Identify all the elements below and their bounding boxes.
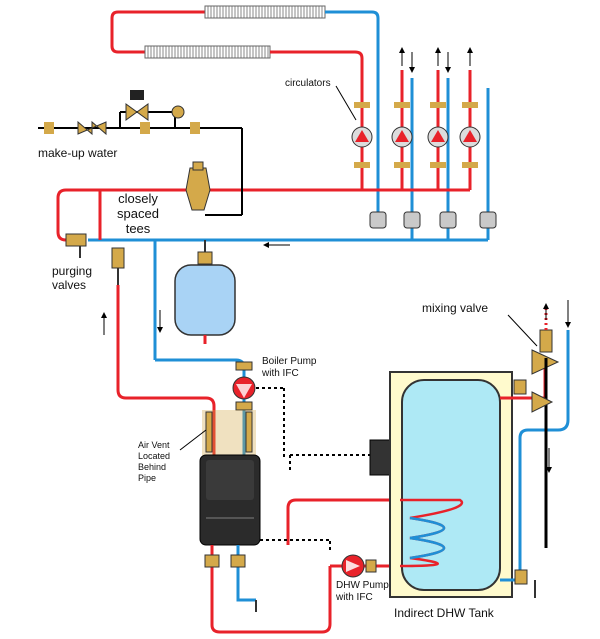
air-vent-line-4: Pipe xyxy=(138,473,157,483)
air-vent-leader xyxy=(179,429,207,451)
baseboard-convector-upper xyxy=(204,5,326,19)
baseboard-convector-lower xyxy=(144,45,271,59)
dhw-pump-line-2: with IFC xyxy=(336,592,373,603)
circulator-group xyxy=(351,102,481,168)
circulator-icon xyxy=(427,102,449,168)
purging-valves-line-1: purging xyxy=(52,264,93,278)
boiler-supply-pipe xyxy=(101,285,216,460)
boiler-pump-label: Boiler Pump with IFC xyxy=(262,356,316,380)
purging-valves-label: purging valves xyxy=(52,264,92,292)
indirect-dhw-tank xyxy=(389,371,513,598)
mixing-valve-label: mixing valve xyxy=(422,301,489,315)
purging-valves-line-2: valves xyxy=(52,278,87,292)
makeup-water-assembly xyxy=(38,90,243,216)
indirect-dhw-tank-label: Indirect DHW Tank xyxy=(394,606,494,620)
dhw-pump-label: DHW Pump with IFC xyxy=(336,580,389,604)
circulators-leader xyxy=(335,85,357,121)
closely-spaced-tees-line-2: spaced xyxy=(117,206,159,221)
circulator-icon xyxy=(351,102,373,168)
circulators-label: circulators xyxy=(285,78,331,89)
closely-spaced-tees-line-1: closely xyxy=(118,191,158,206)
boiler-pump-line-1: Boiler Pump xyxy=(262,356,317,367)
dhw-pump-line-1: DHW Pump xyxy=(336,580,389,591)
air-vent-line-3: Behind xyxy=(138,462,167,472)
closely-spaced-tees xyxy=(98,190,157,360)
mixing-valve-leader xyxy=(507,314,538,347)
boiler xyxy=(199,410,261,546)
dhw-pump xyxy=(341,554,377,578)
supply-header xyxy=(56,188,470,242)
zone-branches xyxy=(360,47,490,240)
cold-water-pipe xyxy=(500,300,571,598)
boiler-pump-line-2: with IFC xyxy=(262,368,299,379)
return-header xyxy=(88,238,488,248)
boiler-drain-valves xyxy=(204,554,257,612)
circulator-icon xyxy=(459,102,481,168)
closely-spaced-tees-line-3: tees xyxy=(125,221,151,236)
air-vent-line-1: Air Vent xyxy=(138,440,170,450)
air-vent-label: Air Vent Located Behind Pipe xyxy=(138,440,170,484)
circulator-icon xyxy=(391,102,413,168)
makeup-water-label: make-up water xyxy=(38,146,118,160)
baseboard-loop xyxy=(110,5,380,215)
expansion-tank xyxy=(174,240,236,344)
air-separator xyxy=(185,161,211,211)
closely-spaced-tees-label: closely spaced tees xyxy=(108,191,168,236)
mixing-valve xyxy=(531,303,560,548)
boiler-pump xyxy=(232,361,256,411)
air-vent-line-2: Located xyxy=(138,451,171,461)
zone-balancing-valves xyxy=(369,211,497,229)
purging-valves xyxy=(65,233,125,285)
